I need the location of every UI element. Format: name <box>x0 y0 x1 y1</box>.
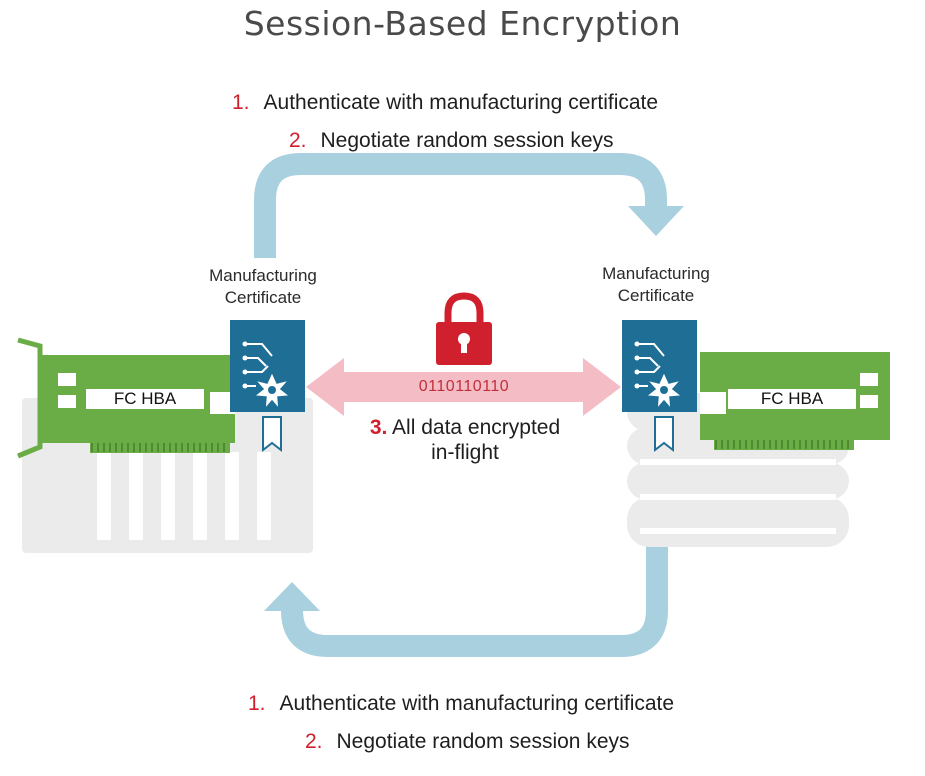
top-step-1-number: 1. <box>232 91 250 114</box>
encryption-caption-line1: All data encrypted <box>392 416 561 439</box>
right-certificate-label-line2: Certificate <box>617 286 695 305</box>
bottom-flow-arrow <box>264 545 668 657</box>
left-certificate-label-line2: Certificate <box>224 288 302 307</box>
top-step-2-number: 2. <box>289 129 307 152</box>
left-certificate-chip-icon <box>230 320 305 453</box>
page-title: Session-Based Encryption <box>243 4 682 43</box>
top-step-2: 2. Negotiate random session keys <box>289 129 614 153</box>
binary-data-label: 0110110110 <box>418 378 510 395</box>
top-step-1: 1. Authenticate with manufacturing certif… <box>232 91 658 115</box>
top-step-1-text: Authenticate with manufacturing certific… <box>263 91 659 114</box>
bottom-step-1-text: Authenticate with manufacturing certific… <box>279 692 675 715</box>
bottom-step-2-text: Negotiate random session keys <box>336 730 630 753</box>
encrypted-link-arrow <box>306 358 621 416</box>
bottom-step-1-number: 1. <box>248 692 266 715</box>
top-step-2-text: Negotiate random session keys <box>320 129 614 152</box>
encryption-caption: 3. All data encrypted in-flight <box>330 415 600 465</box>
padlock-icon <box>436 292 492 365</box>
left-certificate-label-line1: Manufacturing <box>209 266 317 285</box>
bottom-step-2-number: 2. <box>305 730 323 753</box>
bottom-step-1: 1. Authenticate with manufacturing certif… <box>248 692 674 716</box>
bottom-step-2: 2. Negotiate random session keys <box>305 730 630 754</box>
encryption-step-number: 3. <box>369 416 388 439</box>
left-certificate-label: Manufacturing Certificate <box>183 265 343 309</box>
encryption-caption-line2: in-flight <box>431 441 499 464</box>
right-certificate-label: Manufacturing Certificate <box>576 263 736 307</box>
right-certificate-chip-icon <box>622 320 697 453</box>
top-flow-arrow <box>254 153 684 258</box>
right-certificate-label-line1: Manufacturing <box>602 264 710 283</box>
right-hba-label: FC HBA <box>728 389 856 409</box>
left-hba-label: FC HBA <box>86 389 204 409</box>
